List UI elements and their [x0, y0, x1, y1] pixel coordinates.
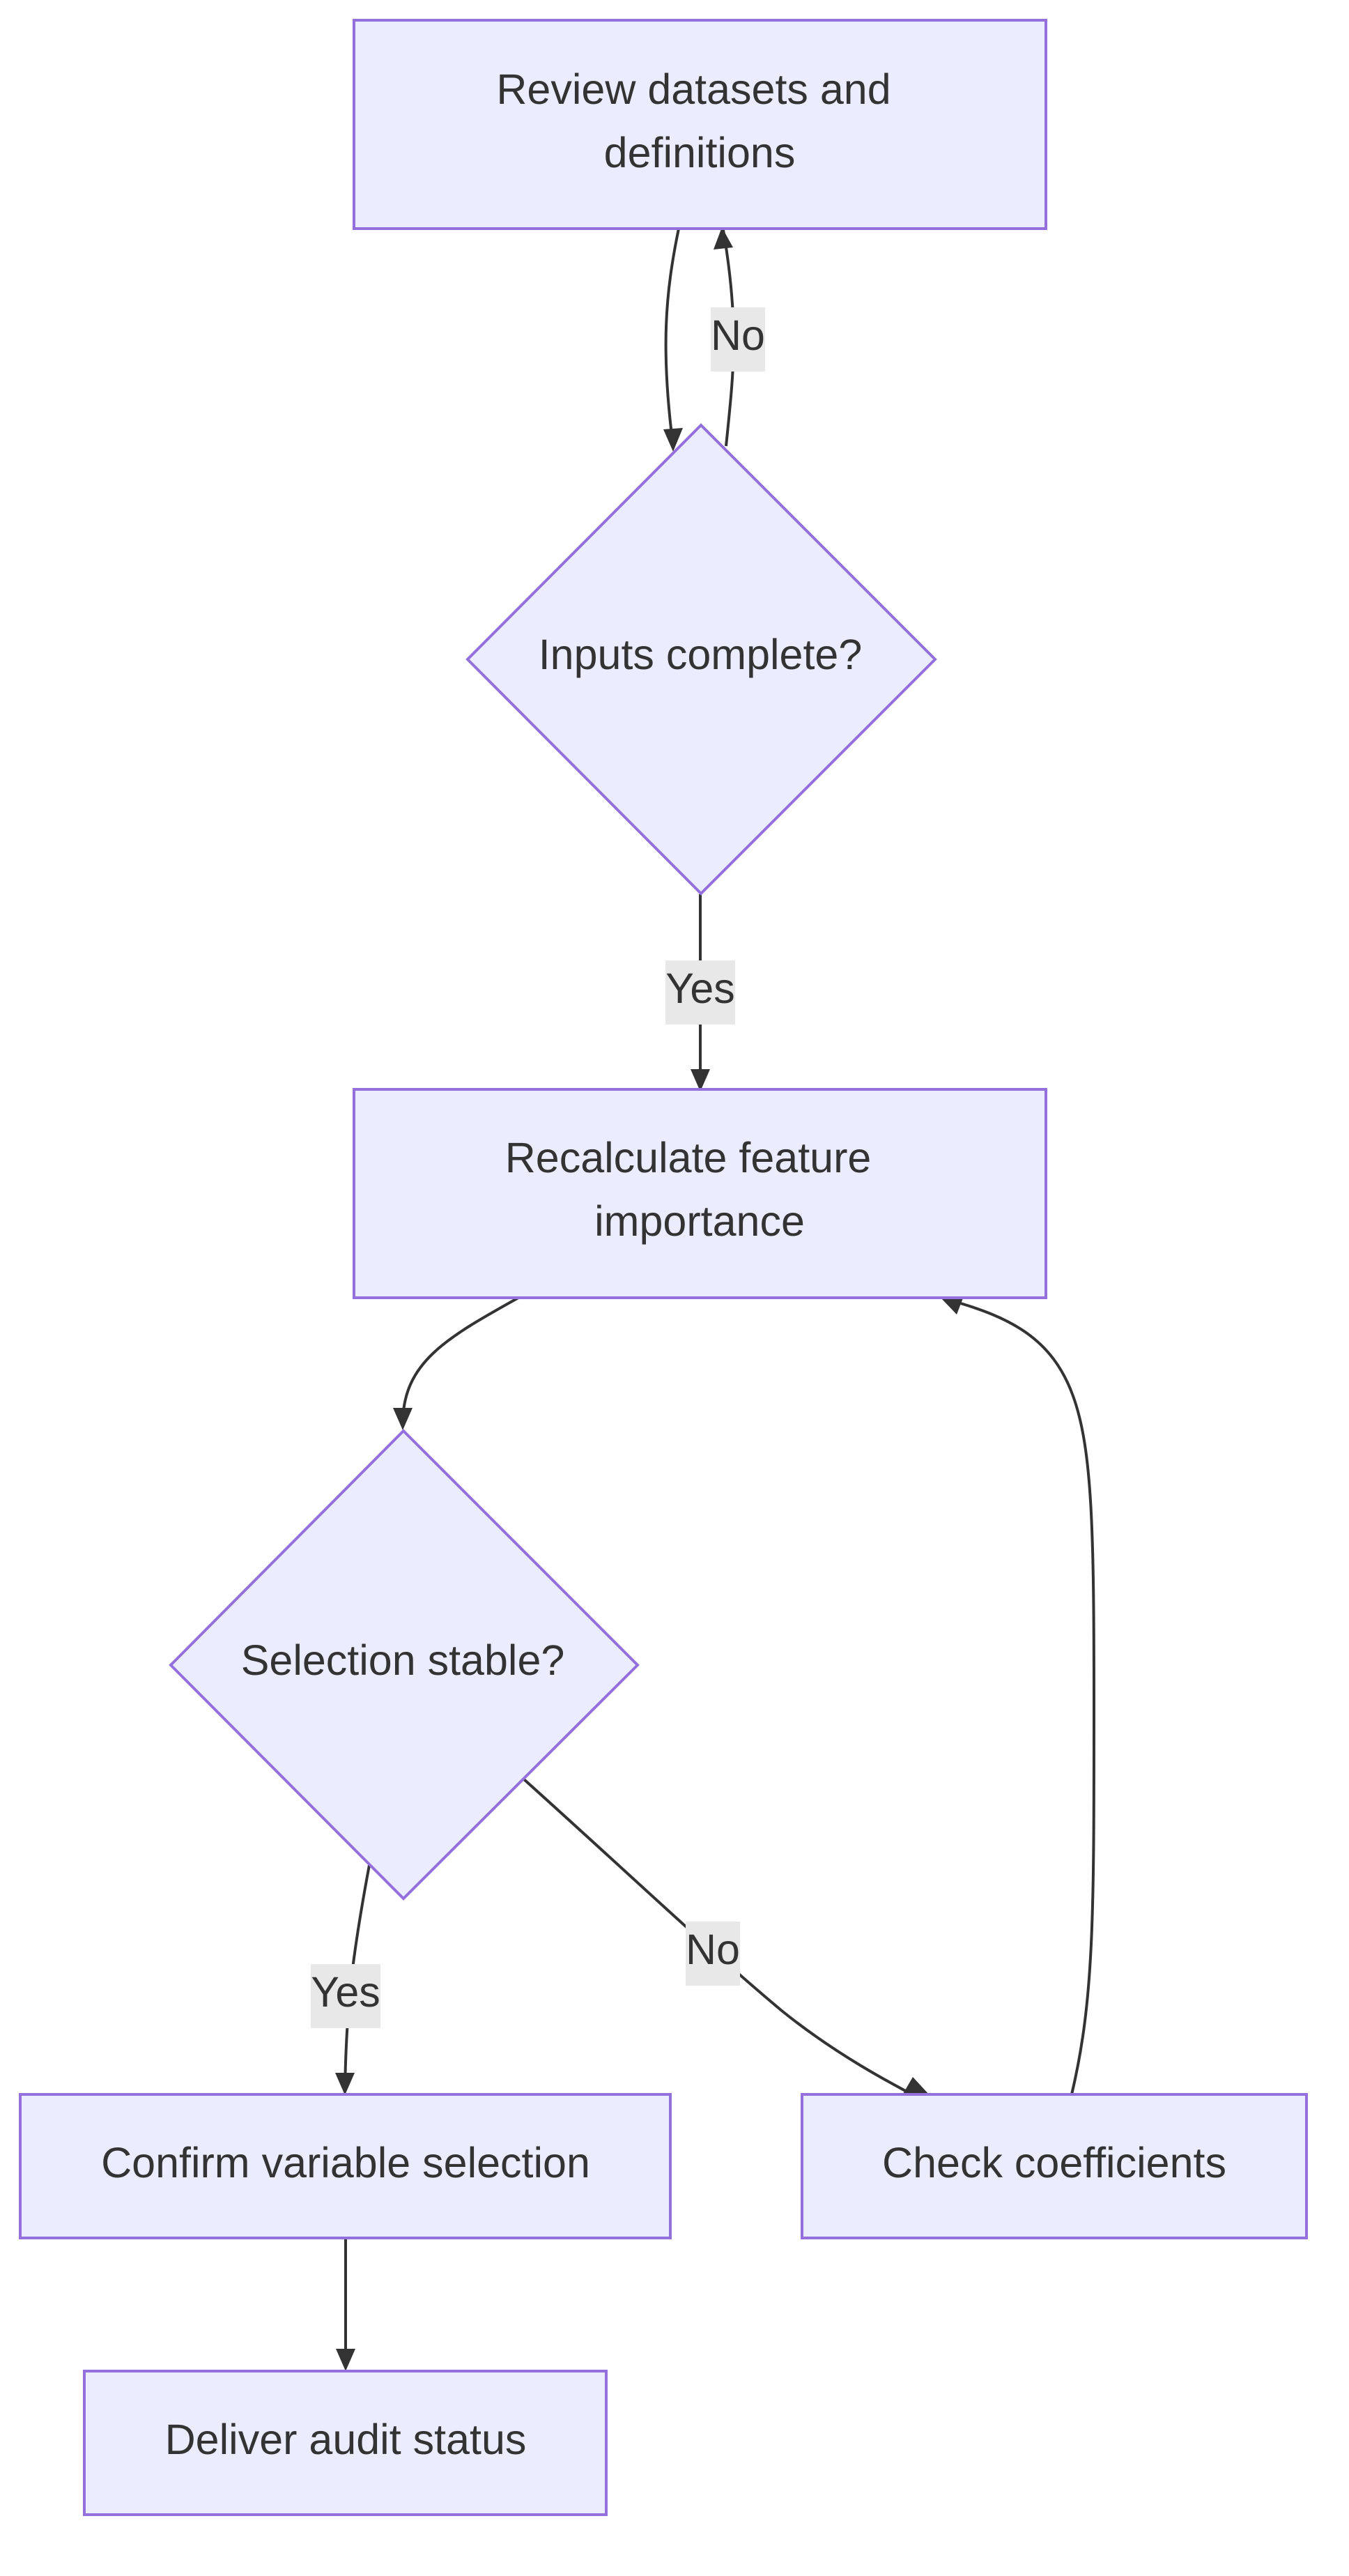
- edge-label-inputs-to-recalc: Yes: [665, 960, 735, 1025]
- edge-label-text-no: No: [686, 1926, 740, 1973]
- arrowhead-stable-to-check: [903, 2077, 930, 2095]
- node-selection-stable: Selection stable?: [169, 1429, 640, 1901]
- node-deliver-box: [83, 2370, 608, 2516]
- node-deliver-label: Deliver audit status: [165, 2416, 527, 2463]
- node-deliver-status: Deliver audit status: [83, 2370, 608, 2516]
- edge-label-text-yes: Yes: [311, 1968, 380, 2016]
- edge-label-inputs-to-review: No: [711, 307, 765, 371]
- node-inputs-diamond: [465, 423, 937, 896]
- arrowhead-inputs-to-recalc: [691, 1069, 710, 1091]
- edge-label-stable-to-check: No: [686, 1922, 740, 1986]
- arrowhead-check-to-recalc: [941, 1296, 964, 1314]
- arrowhead-recalc-to-stable: [393, 1408, 413, 1430]
- node-review-label: Review datasets and definitions: [496, 66, 902, 176]
- node-recalc-box: [353, 1088, 1047, 1299]
- node-check-label: Check coefficients: [882, 2139, 1226, 2186]
- edge-review-to-inputs: [664, 228, 680, 447]
- edge-label-text-yes: Yes: [665, 965, 735, 1012]
- node-check-coefficients: Check coefficients: [801, 2093, 1308, 2239]
- node-check-box: [801, 2093, 1308, 2239]
- nodes: Review datasets and definitions Inputs c…: [19, 19, 1308, 2516]
- edge-label-text-no: No: [711, 312, 765, 359]
- node-inputs-complete: Inputs complete?: [465, 423, 937, 896]
- node-review-datasets: Review datasets and definitions: [353, 19, 1047, 230]
- node-confirm-selection: Confirm variable selection: [19, 2093, 672, 2239]
- edge-stable-to-check: [523, 1778, 923, 2101]
- node-recalc-label: Recalculate feature importance: [505, 1134, 884, 1245]
- node-recalculate-importance: Recalculate feature importance: [353, 1088, 1047, 1299]
- arrowhead-stable-to-confirm: [335, 2073, 355, 2095]
- node-review-box: [353, 19, 1047, 230]
- arrowhead-review-to-inputs: [663, 428, 683, 452]
- node-inputs-label: Inputs complete?: [539, 631, 863, 678]
- edge-check-to-recalc: [950, 1299, 1096, 2095]
- arrowhead-inputs-to-review: [714, 227, 733, 250]
- edge-label-stable-to-confirm: Yes: [311, 1964, 380, 2028]
- node-stable-diamond: [169, 1429, 640, 1901]
- node-confirm-label: Confirm variable selection: [101, 2139, 590, 2186]
- edge-labels: No Yes Yes No: [311, 307, 765, 2028]
- edge-recalc-to-stable: [401, 1296, 519, 1425]
- node-stable-label: Selection stable?: [241, 1636, 565, 1684]
- arrowhead-confirm-to-deliver: [336, 2349, 355, 2371]
- node-confirm-box: [19, 2093, 672, 2239]
